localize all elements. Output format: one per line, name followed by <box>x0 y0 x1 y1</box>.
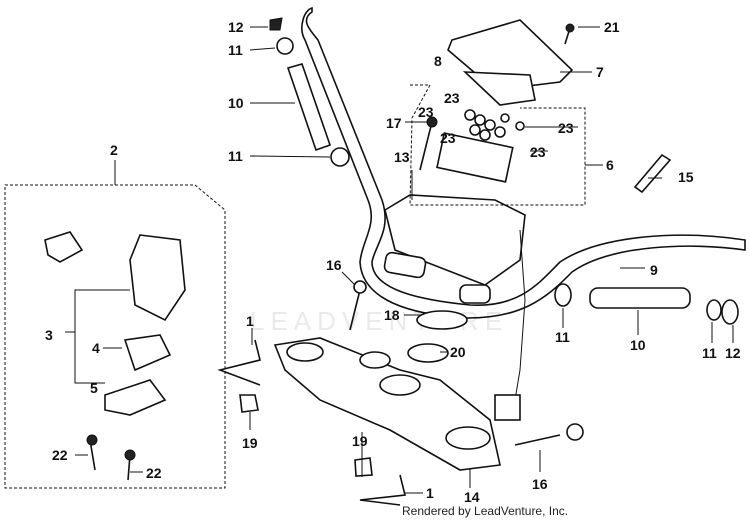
callout-9: 9 <box>650 262 658 278</box>
bulbs <box>464 109 525 141</box>
group-box-2 <box>4 184 226 489</box>
handlebar <box>301 6 746 319</box>
callout-23: 23 <box>558 120 574 136</box>
callout-19: 19 <box>242 435 258 451</box>
indicator-block <box>436 132 514 183</box>
callout-4: 4 <box>92 340 100 356</box>
callout-23: 23 <box>530 144 546 160</box>
callout-7: 7 <box>596 64 604 80</box>
callout-1: 1 <box>246 313 254 329</box>
footer-credit: Rendered by LeadVenture, Inc. <box>402 504 569 518</box>
callout-21: 21 <box>604 19 620 35</box>
callout-17: 17 <box>386 115 402 131</box>
panel <box>462 71 536 106</box>
callout-20: 20 <box>450 344 466 360</box>
callout-5: 5 <box>90 380 98 396</box>
callout-12: 12 <box>228 19 244 35</box>
callout-23: 23 <box>440 130 456 146</box>
callout-22: 22 <box>52 447 68 463</box>
callout-10: 10 <box>630 337 646 353</box>
callout-16: 16 <box>532 476 548 492</box>
callout-11: 11 <box>555 329 570 345</box>
callout-labels: 12 11 10 11 2 21 7 8 23 23 23 17 23 23 1… <box>45 19 741 505</box>
callout-15: 15 <box>678 169 694 185</box>
callout-22: 22 <box>146 465 162 481</box>
callout-6: 6 <box>606 157 614 173</box>
screw <box>419 121 433 171</box>
callout-13: 13 <box>394 149 410 165</box>
callout-3: 3 <box>45 327 53 343</box>
callout-8: 8 <box>434 53 442 69</box>
callout-18: 18 <box>384 307 400 323</box>
callout-23: 23 <box>418 104 434 120</box>
callout-14: 14 <box>464 489 480 505</box>
callout-11: 11 <box>228 42 243 58</box>
callout-2: 2 <box>110 142 118 158</box>
callout-11: 11 <box>702 345 717 361</box>
callout-19: 19 <box>352 433 368 449</box>
callout-16: 16 <box>326 257 342 273</box>
callout-11: 11 <box>228 148 243 164</box>
callout-10: 10 <box>228 95 244 111</box>
watermark: LEADVENTURE <box>250 306 508 336</box>
callout-1: 1 <box>426 485 434 501</box>
callout-12: 12 <box>725 345 741 361</box>
callout-23: 23 <box>444 90 460 106</box>
